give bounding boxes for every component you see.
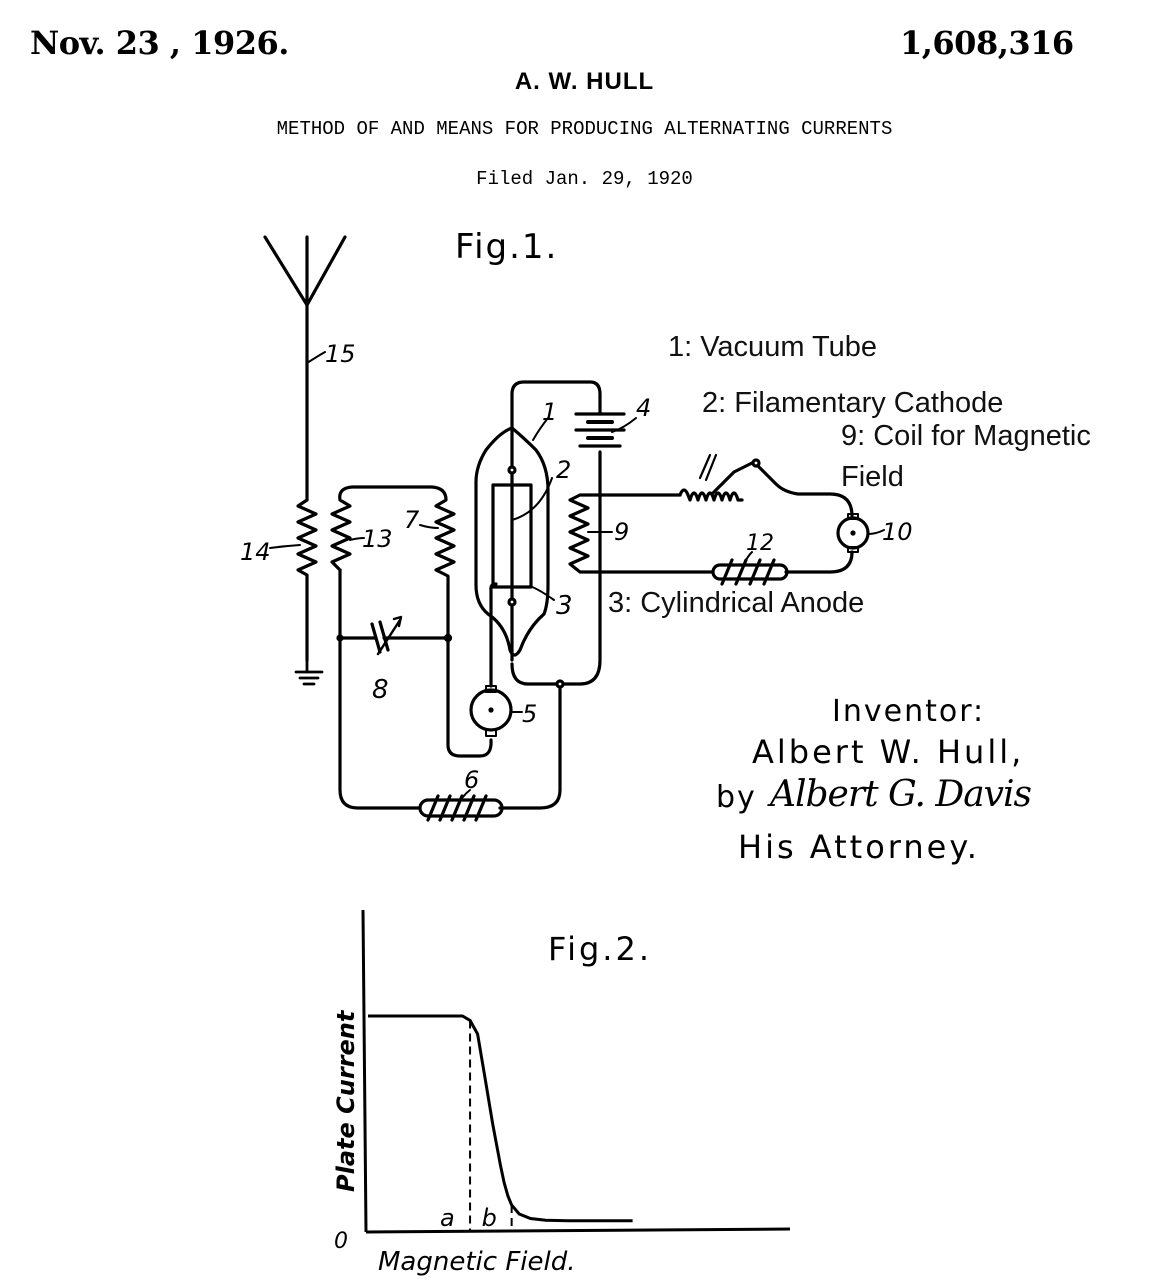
ref-label-15: 15: [325, 340, 356, 368]
field-coil-9-icon: [568, 493, 715, 574]
x-axis: [365, 1227, 791, 1234]
generator-5-icon: [469, 685, 513, 737]
ref-label-12: 12: [746, 531, 774, 556]
origin-label: 0: [334, 1229, 348, 1254]
chart-title: Fig.2.: [548, 930, 652, 968]
attorney-label: His Attorney.: [738, 828, 980, 866]
marker-label-a: a: [440, 1204, 455, 1232]
generator-10-icon: [836, 513, 870, 553]
figure-1-schematic: Fig.1. 15 14 13 7 6: [240, 227, 913, 822]
ground-icon: [294, 658, 324, 686]
by-label: by: [716, 780, 757, 815]
ref-label-13: 13: [362, 525, 393, 553]
ref-label-6: 6: [464, 766, 479, 794]
ref-label-4: 4: [636, 394, 651, 422]
annotation-coil-magnetic-field-line2: Field: [841, 461, 904, 493]
vacuum-tube-1-icon: [474, 426, 550, 657]
ref-label-9: 9: [614, 518, 629, 546]
annotation-filamentary-cathode: 2: Filamentary Cathode: [702, 387, 1004, 419]
ref-label-2: 2: [556, 456, 571, 484]
patent-number: 1,608,316: [900, 24, 1074, 62]
marker-label-b: b: [482, 1204, 497, 1232]
battery-4-icon: [574, 412, 626, 448]
patent-title: METHOD OF AND MEANS FOR PRODUCING ALTERN…: [276, 118, 893, 140]
annotation-coil-magnetic-field: 9: Coil for Magnetic: [841, 420, 1091, 452]
ref-label-7: 7: [404, 506, 420, 534]
inductor-6-icon: [418, 794, 504, 822]
figure-2-chart: Fig.2. 0 Magnetic Field. Plate Current a…: [332, 909, 791, 1277]
coil-13-icon: [330, 485, 456, 640]
ref-label-8: 8: [372, 675, 389, 705]
antenna-icon: [263, 235, 347, 502]
filing-date: Filed Jan. 29, 1920: [476, 168, 693, 190]
x-axis-label: Magnetic Field.: [378, 1247, 576, 1277]
y-axis: [361, 909, 368, 1233]
figure-1-title: Fig.1.: [455, 227, 558, 267]
inventor-name: Albert W. Hull,: [752, 733, 1025, 771]
ref-label-10: 10: [882, 518, 913, 546]
plate-current-series-line: [368, 1014, 633, 1223]
patent-date: Nov. 23 , 1926.: [30, 24, 289, 62]
coil-14-icon: [296, 498, 318, 662]
ref-label-3: 3: [556, 591, 573, 621]
attorney-signature: Albert G. Davis: [770, 774, 1032, 815]
y-axis-label: Plate Current: [332, 1009, 360, 1192]
ref-label-14: 14: [240, 538, 271, 566]
annotation-cylindrical-anode: 3: Cylindrical Anode: [608, 587, 865, 619]
ref-label-1: 1: [542, 398, 557, 426]
inventor-header: A. W. HULL: [514, 68, 655, 95]
variable-capacitor-8-icon: [370, 615, 403, 656]
inductor-12-icon: [711, 558, 789, 586]
inventor-label: Inventor:: [832, 694, 986, 729]
ref-label-5: 5: [522, 700, 537, 728]
anode-3-icon: [491, 483, 533, 589]
rheostat-11-icon: [678, 488, 744, 502]
annotation-vacuum-tube: 1: Vacuum Tube: [668, 331, 878, 363]
